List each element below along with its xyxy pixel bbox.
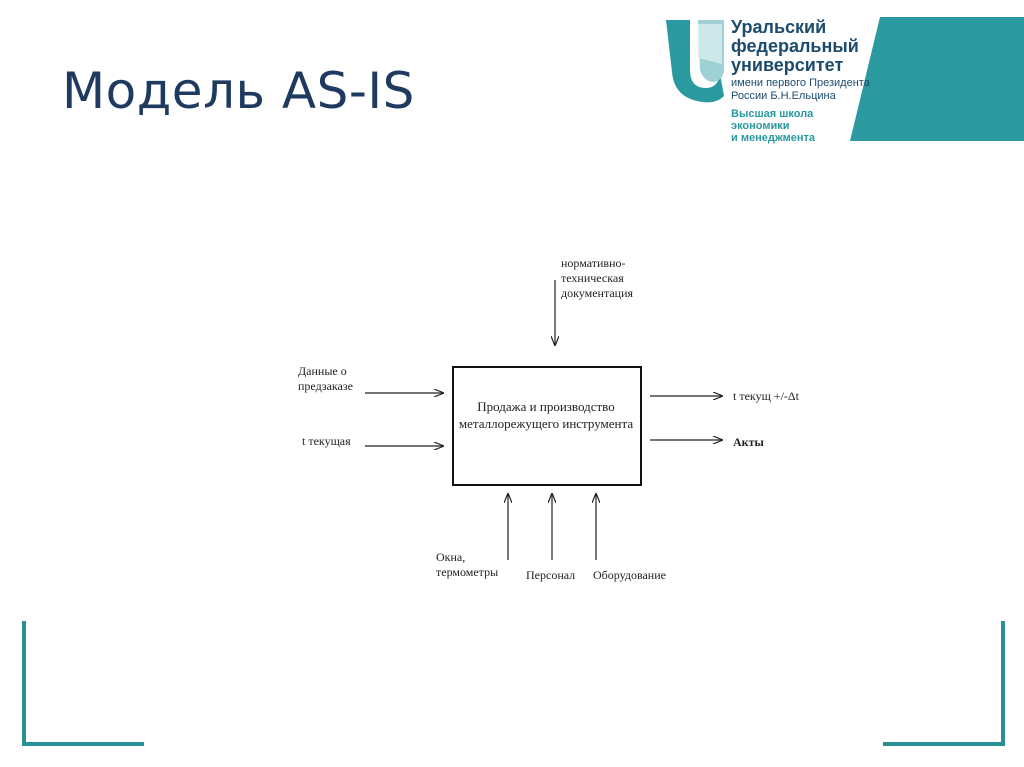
control-label: нормативно- техническая документация (561, 256, 634, 300)
mechanism-label-2: Персонал (526, 568, 576, 582)
urfu-logo-icon (666, 20, 724, 103)
process-box (452, 366, 642, 486)
corner-right-vertical (1001, 621, 1005, 746)
input-label-2: t текущая (302, 434, 351, 448)
logo-line-4: имени первого Президента (731, 77, 870, 89)
corner-left-horizontal (22, 742, 144, 746)
logo-line-1: Уральский (731, 17, 827, 37)
logo-line-2: федеральный (731, 36, 859, 56)
output-label-1: t текущ +/-Δt (733, 389, 799, 403)
mechanism-label-3: Оборудование (593, 568, 666, 582)
input-label-1: Данные о предзаказе (298, 364, 353, 393)
logo-line-7: экономики (731, 120, 790, 132)
logo-line-3: университет (731, 55, 844, 75)
logo-line-6: Высшая школа (731, 108, 814, 120)
corner-left-vertical (22, 621, 26, 746)
output-label-2: Акты (733, 435, 764, 449)
logo-line-5: России Б.Н.Ельцина (731, 90, 836, 102)
corner-right-horizontal (883, 742, 1005, 746)
logo-line-8: и менеджмента (731, 132, 816, 144)
slide-title: Модель AS-IS (62, 62, 415, 120)
logo-band (850, 17, 1024, 141)
university-name: Уральский федеральный университет имени … (731, 17, 870, 145)
process-label: Продажа и производство металлорежущего и… (458, 399, 634, 431)
mechanism-label-1: Окна, термометры (436, 550, 499, 579)
